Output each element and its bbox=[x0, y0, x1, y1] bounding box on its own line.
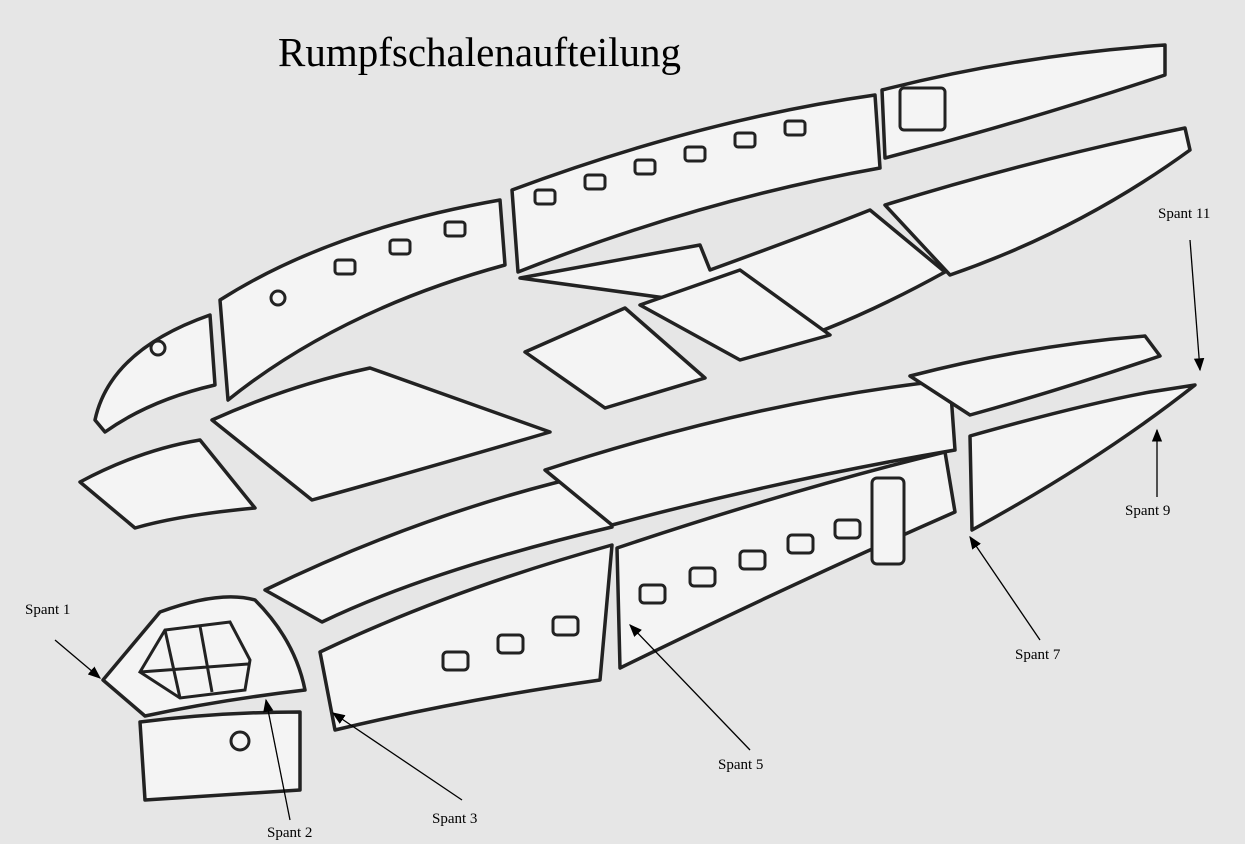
label-spant-11: Spant 11 bbox=[1158, 206, 1211, 222]
nose-bottom-panel bbox=[138, 710, 302, 802]
arrow-spant5 bbox=[629, 624, 751, 751]
floor-panel-2 bbox=[638, 268, 832, 362]
upper-nose-panel bbox=[93, 313, 217, 434]
upper-side-panel-rear bbox=[883, 126, 1192, 277]
arrow-spant2 bbox=[263, 698, 291, 821]
cockpit-glazing bbox=[137, 620, 252, 700]
fuselage-side-section-1 bbox=[318, 543, 614, 732]
label-arrows bbox=[54, 239, 1205, 821]
arrow-spant11 bbox=[1189, 239, 1205, 372]
floor-panel bbox=[523, 306, 707, 410]
cargo-door bbox=[870, 476, 906, 566]
lower-side-panel-front bbox=[78, 438, 257, 530]
arrow-spant3 bbox=[331, 712, 463, 801]
label-spant-5: Spant 5 bbox=[718, 757, 764, 773]
lower-fuselage-group bbox=[101, 334, 1197, 802]
label-spant-1: Spant 1 bbox=[25, 602, 71, 618]
fuselage-tail-top bbox=[908, 334, 1162, 417]
label-spant-3: Spant 3 bbox=[432, 811, 478, 827]
lower-window-row bbox=[441, 518, 862, 672]
label-spant-9: Spant 9 bbox=[1125, 503, 1171, 519]
diagram-title: Rumpfschalenaufteilung bbox=[278, 29, 682, 75]
lower-side-panel-mid bbox=[210, 366, 552, 502]
upper-shell-section-2 bbox=[510, 93, 882, 274]
arrow-spant1 bbox=[54, 639, 101, 679]
label-spant-7: Spant 7 bbox=[1015, 647, 1061, 663]
upper-shell-section-1 bbox=[218, 198, 507, 402]
fuselage-tail-side bbox=[968, 383, 1197, 532]
upper-window-row bbox=[149, 86, 947, 357]
arrow-spant7 bbox=[969, 535, 1041, 641]
label-spant-2: Spant 2 bbox=[267, 825, 313, 841]
upper-shell-section-3 bbox=[880, 43, 1167, 160]
upper-shell-group bbox=[78, 43, 1192, 530]
